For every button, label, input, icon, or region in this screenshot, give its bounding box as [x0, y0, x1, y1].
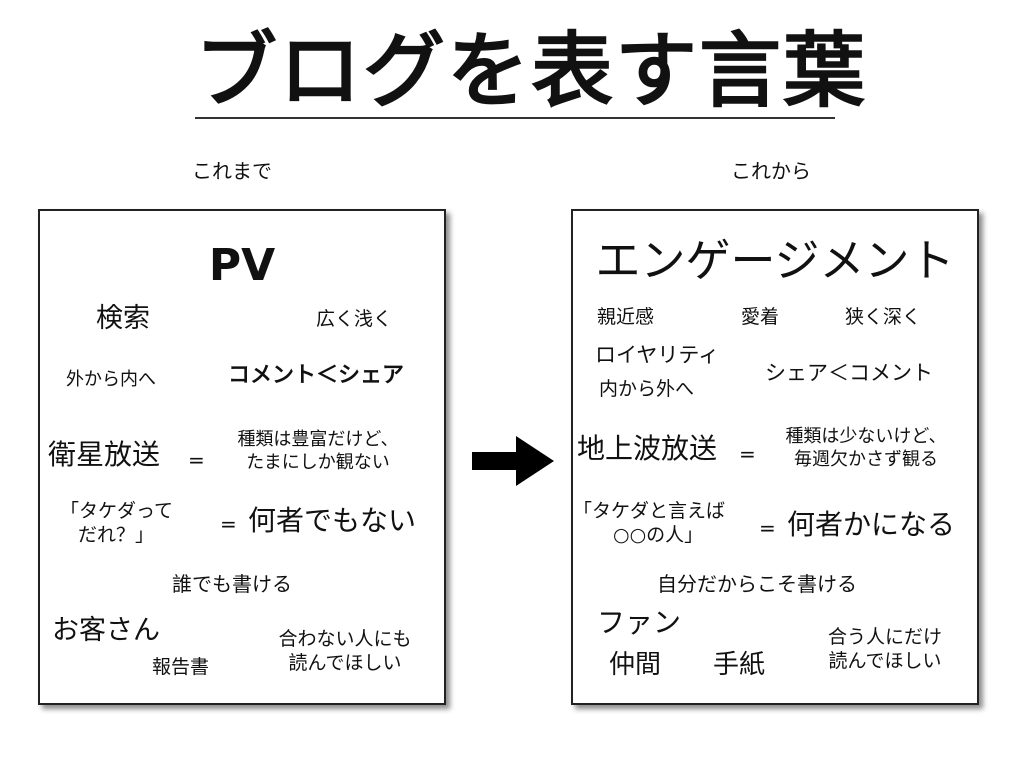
before-broadcast: 衛星放送 [48, 438, 161, 471]
after-somebody: 何者かになる [787, 508, 956, 541]
before-quote-2: だれ？」 [78, 524, 155, 546]
before-search: 検索 [96, 303, 150, 334]
after-attachment: 愛着 [741, 306, 780, 328]
after-card: エンゲージメント 親近感 愛着 狭く深く ロイヤリティ 内から外へ シェア＜コメ… [571, 209, 979, 705]
after-friends: 仲間 [609, 650, 662, 680]
after-share-comment: シェア＜コメント [765, 361, 933, 385]
after-want-read-2: 読んでほしい [828, 650, 942, 672]
after-equals-1: = [739, 442, 756, 466]
before-comment-share: コメント＜シェア [228, 363, 405, 388]
after-quote-2: ○○の人」 [613, 524, 704, 546]
after-terrestrial-desc-2: 毎週欠かさず観る [794, 449, 938, 470]
before-report: 報告書 [152, 656, 210, 678]
after-loyalty: ロイヤリティ [595, 343, 720, 367]
before-column-label: これまで [192, 159, 272, 183]
after-terrestrial: 地上波放送 [577, 432, 718, 465]
before-outside-in: 外から内へ [66, 369, 156, 390]
after-quote-1: 「タケダと言えば [573, 500, 726, 522]
before-equals-2: = [220, 512, 237, 536]
after-want-read-1: 合う人にだけ [827, 626, 942, 648]
after-inside-out: 内から外へ [599, 378, 695, 400]
before-want-read-1: 合わない人にも [278, 628, 412, 650]
before-nobody: 何者でもない [248, 504, 417, 537]
arrow-right-icon [472, 436, 554, 486]
after-engagement: エンゲージメント [595, 234, 955, 287]
after-letter: 手紙 [713, 650, 766, 680]
before-customers: お客さん [52, 615, 160, 646]
after-narrow-deep: 狭く深く [845, 306, 922, 328]
title-underline [195, 117, 835, 119]
after-familiarity: 親近感 [597, 306, 655, 328]
after-terrestrial-desc-1: 種類は少ないけど、 [785, 426, 947, 447]
after-column-label: これから [731, 159, 811, 183]
after-equals-2: = [759, 516, 776, 540]
before-card: PV 検索 広く浅く 外から内へ コメント＜シェア 衛星放送 = 種類は豊富だけ… [38, 209, 446, 705]
before-anyone-can-write: 誰でも書ける [172, 572, 292, 596]
before-quote-1: 「タケダって [60, 500, 174, 522]
before-wide-shallow: 広く浅く [316, 308, 393, 330]
before-broadcast-desc-1: 種類は豊富だけど、 [237, 429, 399, 450]
after-fans: ファン [597, 606, 682, 639]
before-equals-1: = [188, 448, 205, 472]
after-only-i-write: 自分だからこそ書ける [657, 572, 857, 596]
page-title: ブログを表す言葉 [195, 24, 868, 119]
before-broadcast-desc-2: たまにしか観ない [246, 452, 390, 473]
before-pv: PV [208, 240, 276, 291]
before-want-read-2: 読んでほしい [288, 652, 402, 674]
